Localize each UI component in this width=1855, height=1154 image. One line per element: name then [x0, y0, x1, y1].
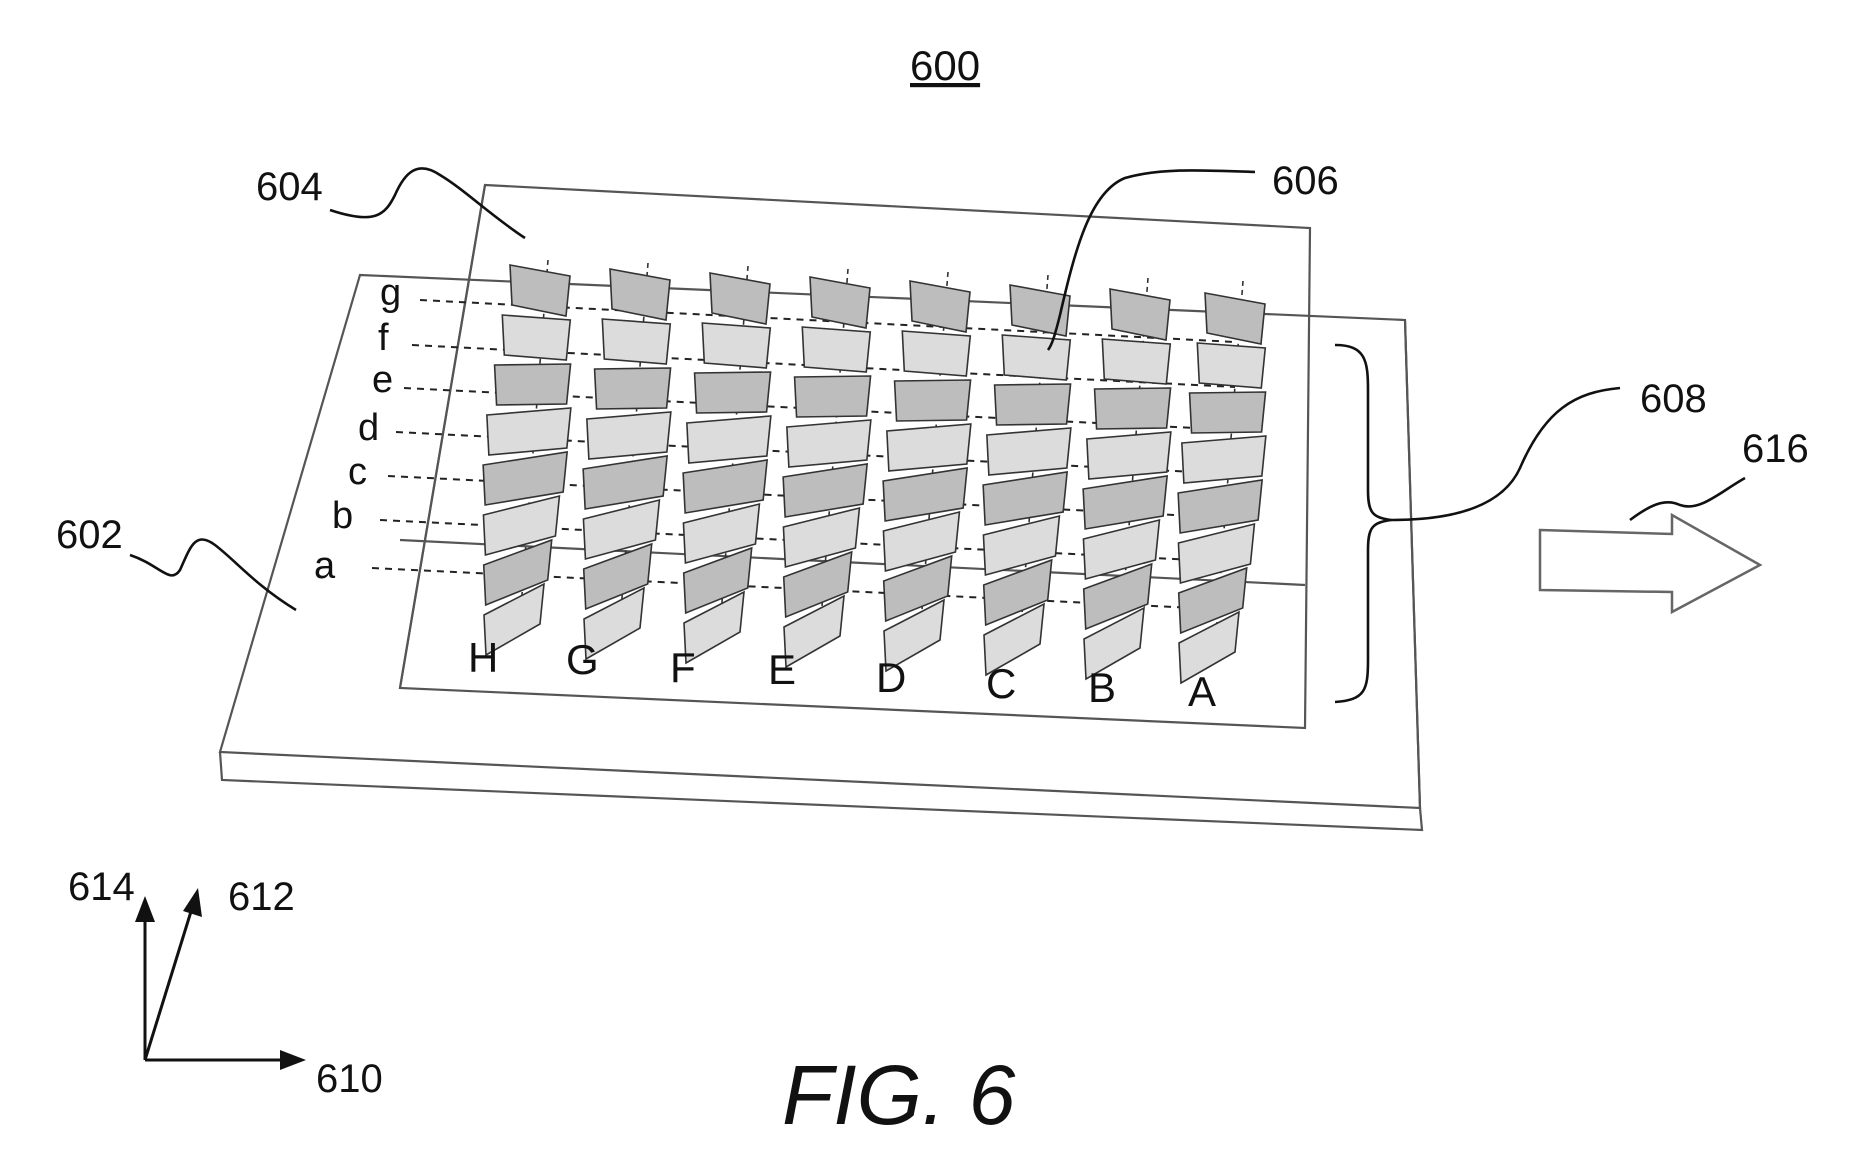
diffraction-element: [810, 277, 870, 328]
diffraction-element: [610, 269, 670, 320]
column-label-g: G: [566, 636, 599, 683]
column-label-b: B: [1088, 664, 1116, 711]
row-label-e: e: [372, 359, 393, 401]
diffraction-element: [1095, 388, 1171, 429]
diffraction-element: [895, 380, 971, 421]
reference-606: 606: [1272, 159, 1339, 203]
diffraction-element: [587, 412, 671, 459]
diffraction-element: [702, 323, 770, 368]
diffraction-element: [687, 416, 771, 463]
diffraction-element: [602, 319, 670, 364]
diffraction-element: [1002, 335, 1070, 380]
reference-604: 604: [256, 165, 323, 209]
axis-label-614: 614: [68, 865, 135, 909]
row-labels: g f e d c b a: [314, 272, 401, 587]
output-arrow: [1540, 515, 1760, 612]
diffraction-element: [995, 384, 1071, 425]
diffraction-element: [1110, 289, 1170, 340]
array-brace: [1335, 345, 1392, 702]
axis-label-610: 610: [316, 1057, 383, 1101]
diffraction-element: [787, 420, 871, 467]
reference-616: 616: [1742, 427, 1809, 471]
diffraction-element: [1102, 339, 1170, 384]
diffraction-element: [802, 327, 870, 372]
column-label-h: H: [468, 634, 498, 681]
column-label-c: C: [986, 660, 1016, 707]
row-label-c: c: [348, 451, 367, 493]
element-column: [483, 260, 571, 655]
element-column: [583, 263, 671, 659]
diffraction-element: [487, 408, 571, 455]
diffraction-element: [502, 315, 570, 360]
axis-label-612: 612: [228, 875, 295, 919]
column-label-d: D: [876, 654, 906, 701]
diffraction-element: [1197, 343, 1265, 388]
diffraction-element: [987, 428, 1071, 475]
figure-number-label: 600: [910, 42, 980, 89]
column-label-f: F: [670, 644, 696, 691]
diffraction-element: [887, 424, 971, 471]
diffraction-element: [595, 368, 671, 409]
row-label-a: a: [314, 545, 336, 587]
diffraction-element: [510, 265, 570, 316]
leader-604: [330, 168, 525, 238]
row-label-f: f: [378, 317, 389, 359]
column-label-e: E: [768, 646, 796, 693]
row-label-g: g: [380, 272, 401, 314]
element-column: [783, 269, 871, 667]
diffraction-element: [1205, 293, 1265, 344]
row-label-d: d: [358, 407, 379, 449]
reference-608: 608: [1640, 377, 1707, 421]
element-column: [683, 266, 771, 663]
diffraction-element: [902, 331, 970, 376]
leader-608: [1392, 388, 1620, 520]
diffraction-element: [910, 281, 970, 332]
leader-616: [1630, 478, 1745, 520]
column-label-a: A: [1188, 668, 1216, 715]
diffraction-element: [795, 376, 871, 417]
element-column: [1178, 281, 1266, 683]
diffraction-element: [1182, 436, 1266, 483]
diffraction-element: [695, 372, 771, 413]
diffraction-element: [1087, 432, 1171, 479]
row-label-b: b: [332, 495, 353, 537]
element-column: [983, 275, 1071, 675]
element-column: [883, 272, 971, 671]
element-column: [1083, 278, 1171, 679]
figure-caption: FIG. 6: [782, 1048, 1016, 1142]
diffraction-element: [495, 364, 571, 405]
diffraction-element: [1190, 392, 1266, 433]
reference-602: 602: [56, 513, 123, 557]
